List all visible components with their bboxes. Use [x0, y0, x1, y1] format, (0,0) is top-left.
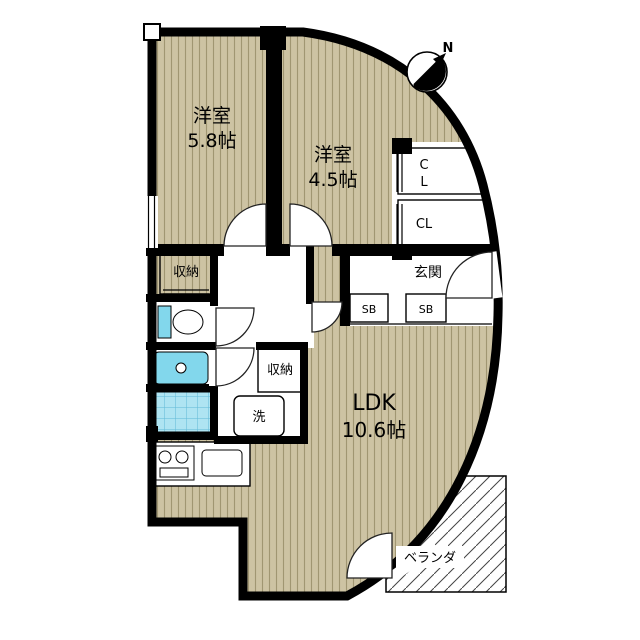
- ldk-size: 10.6帖: [342, 418, 407, 442]
- washbasin-drain-icon: [175, 362, 187, 374]
- pillar-top-left: [143, 23, 161, 41]
- veranda-label-bg: [396, 546, 464, 568]
- compass-half: [412, 57, 446, 91]
- closet-1: [397, 147, 499, 195]
- north-label: N: [443, 41, 454, 56]
- wall-utility-top: [214, 342, 308, 350]
- wall-utility-bottom: [214, 436, 308, 444]
- compass-arrowhead: [433, 53, 446, 66]
- bathtub-icon: [152, 391, 215, 433]
- pillar-closet-bottom: [392, 244, 412, 260]
- wall-utility-right: [300, 342, 308, 444]
- toilet-tank-icon: [157, 305, 172, 339]
- closet1-label-line1: C: [419, 158, 428, 173]
- ldk-name: LDK: [352, 391, 396, 416]
- wall-bath-bottom: [146, 432, 218, 440]
- labels: 洋室 5.8帖 洋室 4.5帖 LDK 10.6帖 収納 収納 C L CL 玄…: [173, 105, 456, 566]
- wall-wash-bath: [146, 384, 218, 392]
- bedroom1-door-arc: [223, 203, 267, 247]
- wall-between-doors: [266, 244, 290, 256]
- compass-icon: N: [406, 41, 454, 93]
- stove-burner-icon-2: [175, 450, 189, 464]
- ldk-door-arc: [311, 301, 343, 333]
- entrance-door-arc: [445, 251, 493, 299]
- wall-corridor-right: [306, 244, 314, 304]
- closet2-label: CL: [416, 217, 433, 232]
- stove-grill-icon: [159, 467, 189, 478]
- toilet-door-arc: [215, 307, 255, 347]
- wall-under-bedroom1: [146, 244, 224, 256]
- laundry-label: 洗: [252, 410, 265, 425]
- bedroom1-size: 5.8帖: [187, 130, 236, 152]
- wall-bedroom-divider: [266, 28, 282, 250]
- shoebox-2: [405, 293, 447, 323]
- closet1-label-line2: L: [420, 175, 428, 190]
- washroom-door-arc: [215, 347, 255, 387]
- veranda-label: ベランダ: [404, 551, 456, 566]
- bedroom2-name: 洋室: [314, 144, 352, 166]
- entrance-label: 玄関: [414, 264, 442, 281]
- shoebox2-label: SB: [419, 303, 434, 316]
- left-window-gap: [146, 196, 158, 248]
- storage2-label: 収納: [267, 363, 293, 378]
- stove-burner-icon: [158, 450, 172, 464]
- washroom-door-gap: [209, 350, 219, 386]
- wall-corridor-left: [210, 244, 218, 304]
- stove-icon: [153, 445, 195, 481]
- wall-toilet-wash: [146, 342, 218, 350]
- balcony-door-arc: [346, 532, 393, 579]
- toilet-bowl-icon: [172, 309, 204, 335]
- doors: [215, 203, 493, 579]
- shoebox1-label: SB: [362, 303, 377, 316]
- sink-icon: [201, 449, 243, 477]
- pillar-top-middle: [260, 26, 286, 50]
- bedroom2-size: 4.5帖: [308, 169, 357, 191]
- storage1-label: 収納: [173, 265, 199, 280]
- wall-entrance-left: [340, 248, 350, 326]
- toilet-door-gap: [209, 306, 219, 342]
- pillar-kitchen: [146, 426, 158, 442]
- utility-door-gap: [216, 341, 256, 351]
- bedroom1-name: 洋室: [193, 105, 231, 127]
- pillar-closet-top: [392, 138, 412, 154]
- wall-bath-top: [146, 294, 218, 302]
- bedroom2-door-arc: [289, 203, 333, 247]
